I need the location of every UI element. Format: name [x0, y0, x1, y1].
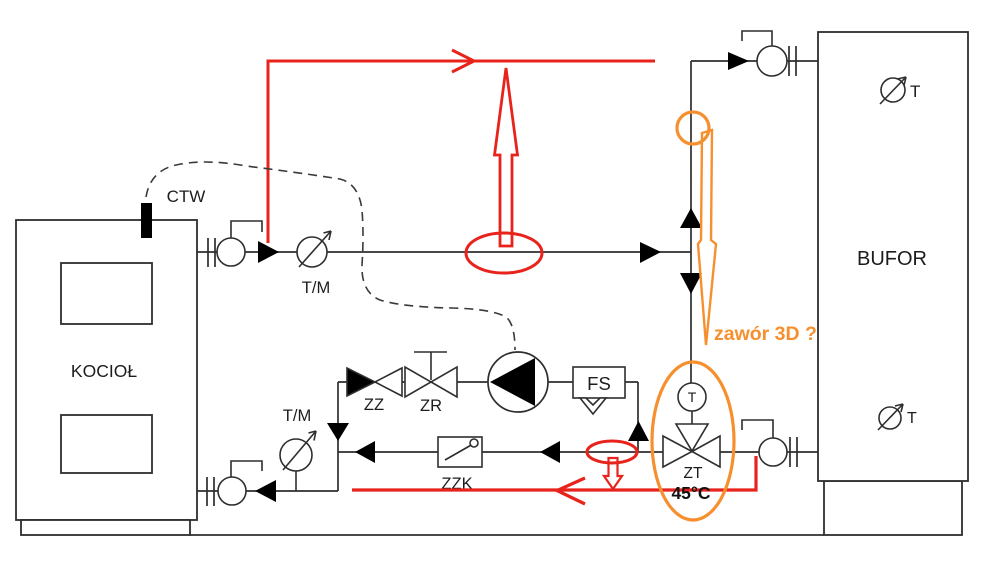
boiler-door-bottom [60, 414, 153, 474]
flow-arrow-down-icon [327, 423, 349, 441]
zt-left-port-icon [662, 434, 694, 469]
gauge-supply-tm [296, 230, 332, 268]
union-icon [789, 437, 798, 467]
buffer-pedestal [823, 480, 963, 536]
buffer-label: BUFOR [857, 248, 927, 270]
orange-highlight-ellipse-zt [650, 360, 736, 522]
valve-zz-label: ZZ [364, 396, 384, 414]
valve-handle-icon [230, 460, 263, 478]
buffer-tank [817, 31, 969, 536]
gauge-return-tm [279, 430, 317, 491]
zt-thermometer-icon [677, 382, 707, 412]
valve-zt-label: ZT [684, 465, 703, 482]
ball-valve-icon [216, 237, 246, 267]
ctw-capillary-dashed-line [145, 161, 516, 351]
valve-zr-icon [404, 365, 433, 399]
flow-arrow-up-icon [628, 421, 649, 441]
zzk-pivot-icon [469, 438, 479, 448]
flow-arrow-left-icon [540, 441, 560, 463]
valve-stem-icon [414, 351, 447, 380]
union-icon [206, 477, 215, 506]
red-return-route-line [352, 456, 758, 492]
valve-zz-icon [346, 366, 377, 398]
flow-arrow-right-icon [728, 52, 749, 70]
flow-arrow-left-icon [255, 480, 276, 502]
flow-arrow-down-icon [680, 273, 702, 294]
fs-paddle-icon [578, 397, 608, 416]
gauge-return-label: T/M [283, 407, 311, 425]
union-icon [207, 238, 216, 267]
pipe-unions [206, 46, 798, 506]
valve-zz-icon [373, 366, 403, 398]
valve-zz [346, 366, 403, 398]
valve-zr-icon [429, 365, 458, 399]
zzk-flap-icon [444, 443, 474, 461]
boiler [15, 219, 198, 536]
orange-highlight-circle [675, 110, 711, 146]
valve-zr-label: ZR [420, 397, 442, 415]
shutoff-valves [216, 30, 788, 506]
red-highlight-ellipse-supply [464, 231, 544, 275]
buffer-temp-bottom-label: T [907, 410, 917, 427]
buffer-body [817, 31, 969, 482]
orange-long-down-arrow-icon [696, 128, 718, 346]
zt-thermometer-label: T [688, 389, 697, 405]
boiler-pedestal [20, 519, 191, 536]
buffer-temp-top-label: T [910, 82, 920, 101]
flow-arrows [255, 52, 749, 502]
pump [487, 351, 549, 413]
boiler-door-top [60, 262, 153, 325]
red-highlight-ellipse-return [585, 439, 639, 465]
ctw-label: CTW [167, 187, 206, 206]
red-supply-route-line [266, 59, 655, 243]
flow-arrow-left-icon [355, 441, 375, 463]
buffer-temp-sensor-bottom [877, 403, 904, 431]
valve-handle-icon [230, 220, 263, 239]
red-return-arrowhead-icon [553, 476, 586, 506]
red-up-arrow-icon [492, 67, 520, 248]
boiler-label: KOCIOŁ [71, 361, 137, 381]
flow-arrow-right-icon [258, 241, 279, 263]
valve-zt-3way [662, 382, 721, 469]
red-annotations [266, 48, 758, 506]
pump-impeller-icon [490, 358, 535, 406]
flow-switch-label: FS [587, 373, 611, 394]
orange-annotations [650, 110, 736, 522]
annotation-3d-valve: zawór 3D ? [714, 323, 817, 345]
zt-top-port-icon [674, 423, 710, 453]
ball-valve-icon [217, 476, 247, 506]
gauge-supply-label: T/M [302, 279, 330, 297]
ball-valve-icon [756, 45, 788, 77]
ball-valve-icon [758, 437, 788, 467]
check-valve-zzk [437, 436, 483, 468]
flow-arrow-right-icon [640, 242, 661, 263]
valve-zr [404, 351, 458, 399]
ctw-sensor [141, 203, 152, 238]
red-route-arrowhead-icon [451, 48, 478, 74]
valve-handle-icon [741, 419, 774, 438]
union-icon [788, 46, 797, 76]
valve-handle-icon [741, 30, 773, 46]
flow-arrow-up-icon [680, 208, 702, 228]
flow-switch-fs [572, 366, 626, 416]
zt-right-port-icon [690, 434, 721, 469]
valve-zt-setpoint: 45°C [671, 483, 710, 503]
buffer-temp-sensor-top [879, 76, 907, 105]
red-small-down-arrow-icon [601, 456, 625, 491]
